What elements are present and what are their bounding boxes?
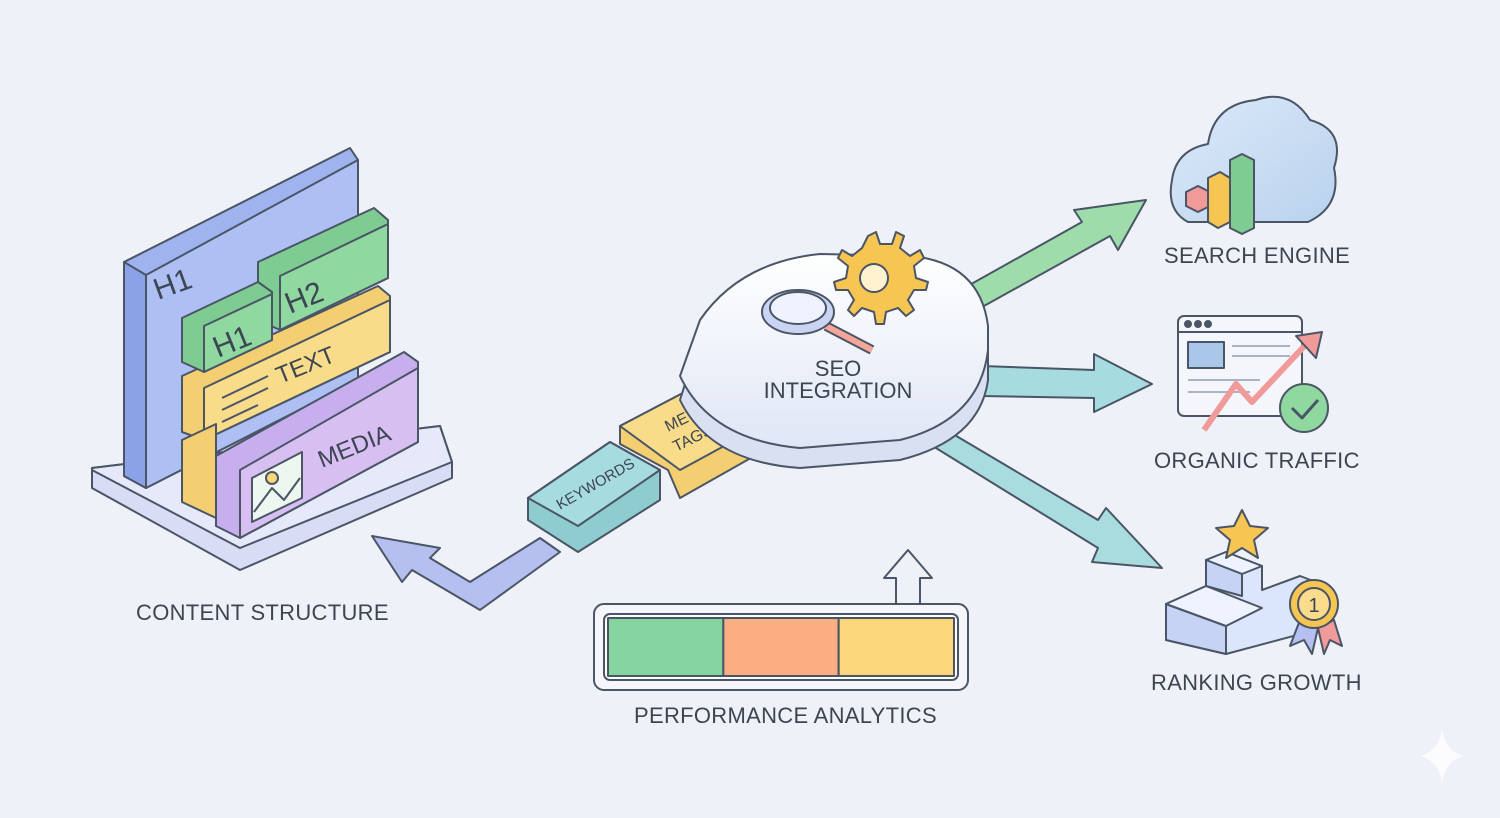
organic-traffic-browser-icon <box>1177 315 1329 433</box>
analytics-up-arrow <box>883 549 933 605</box>
gear-icon <box>833 231 929 325</box>
analytics-segment-1 <box>607 617 725 677</box>
analytics-segment-2 <box>722 617 840 677</box>
trend-up-arrow-icon <box>1201 337 1313 432</box>
return-arrow <box>371 535 561 611</box>
sparkle-icon <box>1420 730 1464 782</box>
hub-line1: SEO <box>815 356 861 381</box>
text-block: TEXT <box>181 285 391 441</box>
analytics-segments <box>607 617 956 677</box>
performance-analytics-label: PERFORMANCE ANALYTICS <box>634 703 937 728</box>
seo-hub: SEO INTEGRATION <box>679 231 989 469</box>
search-engine-label: SEARCH ENGINE <box>1164 243 1351 268</box>
h2-block: H2 <box>257 207 389 331</box>
analytics-segment-3 <box>837 617 956 677</box>
performance-analytics <box>593 549 969 691</box>
organic-traffic-label: ORGANIC TRAFFIC <box>1154 448 1360 473</box>
ranking-growth-podium-icon: 1 <box>1165 509 1343 655</box>
content-structure-label: CONTENT STRUCTURE <box>136 600 389 625</box>
medal-number: 1 <box>1308 595 1319 617</box>
hub-line2: INTEGRATION <box>764 378 913 403</box>
checkmark-icon <box>1279 383 1329 433</box>
arrow-to-organic-traffic <box>981 353 1153 413</box>
content-structure-stack: H1 TEXT H2 H1 <box>91 147 453 571</box>
star-icon <box>1215 509 1269 559</box>
search-engine-cloud-icon <box>1169 95 1338 235</box>
medal-icon: 1 <box>1289 579 1343 655</box>
output-arrows <box>909 199 1163 569</box>
magnifier-icon <box>761 289 875 355</box>
bar-chart-icon <box>1185 153 1255 235</box>
media-block: MEDIA <box>181 351 419 539</box>
keywords-tag: KEYWORDS <box>527 441 661 553</box>
ranking-growth-label: RANKING GROWTH <box>1151 670 1362 695</box>
image-icon <box>251 451 303 523</box>
